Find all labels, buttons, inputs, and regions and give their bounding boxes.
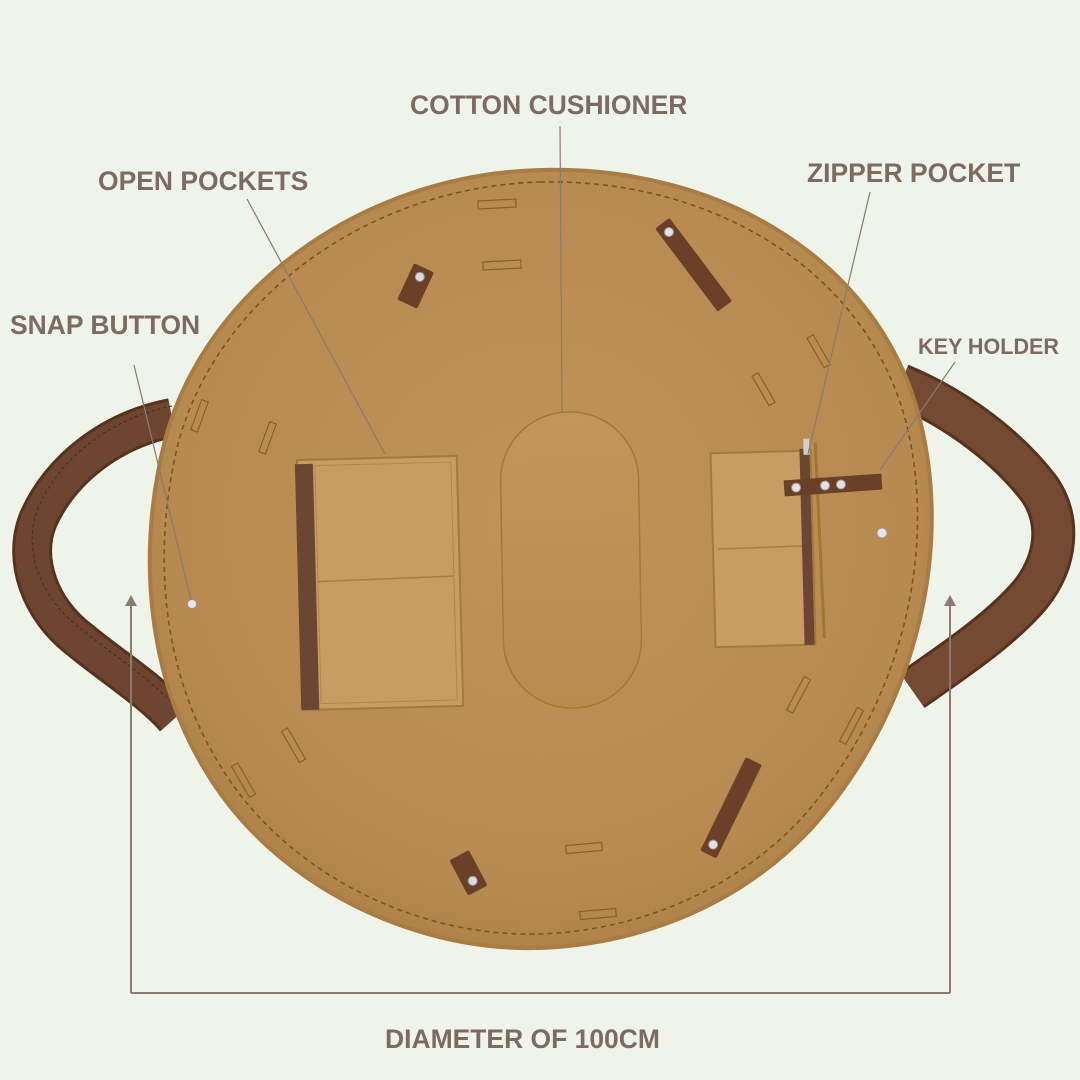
label-zipper-pocket: ZIPPER POCKET (807, 158, 1021, 188)
snap-button-left (187, 599, 197, 609)
snap-tabs (397, 218, 762, 896)
arrow-up-icon (944, 595, 956, 606)
label-cotton-cushioner: COTTON CUSHIONER (410, 90, 688, 120)
right-handle (891, 364, 1076, 709)
label-key-holder: KEY HOLDER (918, 334, 1059, 359)
leader-lines (133, 125, 956, 601)
snap-button-right (876, 527, 888, 539)
label-open-pockets: OPEN POCKETS (98, 166, 309, 196)
left-handle (12, 398, 190, 732)
arrow-up-icon (125, 595, 137, 606)
stitched-slots (189, 198, 865, 921)
label-diameter: DIAMETER OF 100CM (385, 1024, 660, 1054)
key-holder (783, 473, 883, 497)
open-pocket (294, 454, 465, 712)
zipper-pull-icon (803, 438, 810, 455)
diameter-bracket (130, 600, 951, 994)
cotton-cushioner (499, 411, 643, 709)
zipper-pocket (709, 438, 826, 649)
label-snap-button: SNAP BUTTON (10, 310, 201, 340)
